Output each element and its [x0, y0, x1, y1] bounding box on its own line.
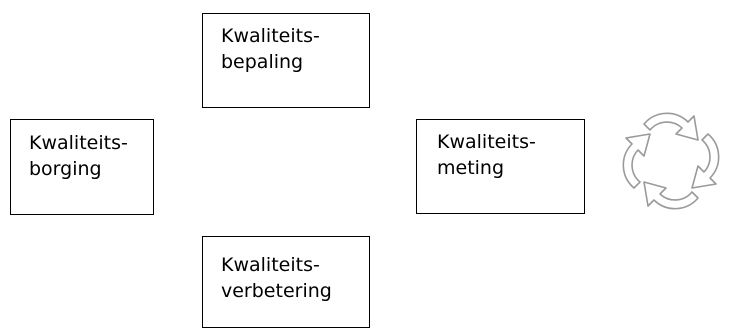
cycle-arrows-icon: [622, 112, 720, 210]
cycle-arrow-right: [691, 133, 720, 189]
box-label-line1: Kwaliteits-: [29, 132, 128, 154]
cycle-arrow-left: [622, 133, 651, 189]
cycle-arrow-bottom: [643, 181, 699, 210]
box-label-line1: Kwaliteits-: [221, 254, 320, 276]
box-label-line2: meting: [437, 157, 505, 179]
cycle-arrow-top: [643, 112, 699, 141]
box-kwaliteitsverbetering: Kwaliteits- verbetering: [202, 236, 370, 328]
box-label-line2: verbetering: [221, 280, 332, 302]
box-label-line2: bepaling: [221, 51, 304, 73]
box-label-line1: Kwaliteits-: [437, 131, 536, 153]
box-kwaliteitsmeting: Kwaliteits- meting: [416, 119, 585, 214]
box-label-line2: borging: [29, 158, 102, 180]
box-kwaliteitsbepaling: Kwaliteits- bepaling: [202, 13, 370, 108]
box-kwaliteitsborging: Kwaliteits- borging: [10, 119, 154, 215]
box-label-line1: Kwaliteits-: [221, 25, 320, 47]
